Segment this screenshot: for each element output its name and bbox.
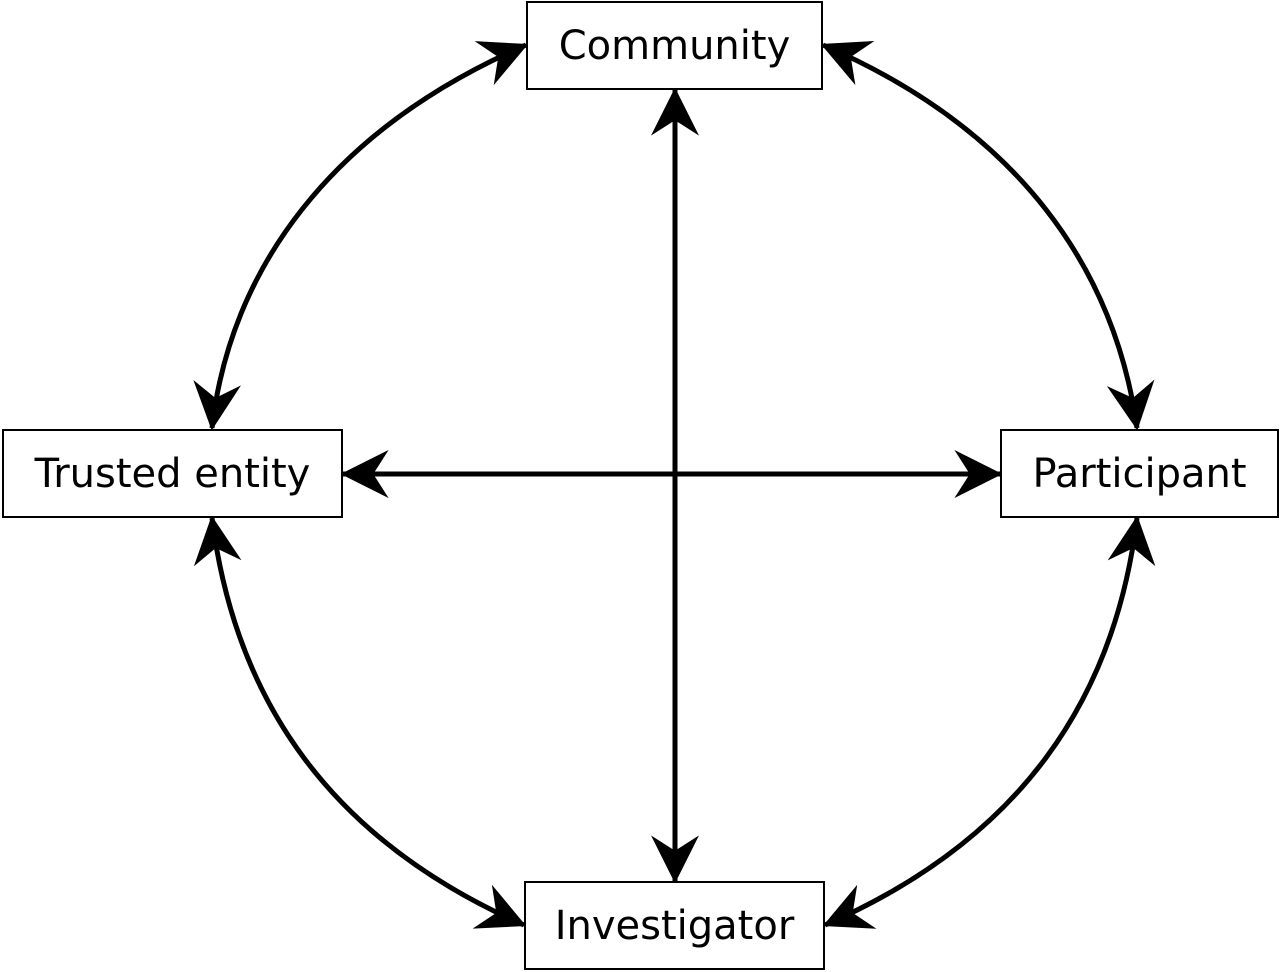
arrow-trusted-entity-investigator [193,515,527,929]
node-investigator-label: Investigator [554,902,795,949]
node-participant: Participant [1000,429,1279,518]
node-trusted-entity-label: Trusted entity [34,450,311,497]
node-community-label: Community [558,22,791,69]
node-investigator: Investigator [524,881,825,970]
arrow-community-participant [820,41,1155,431]
node-trusted-entity: Trusted entity [2,429,343,518]
node-community: Community [526,1,823,90]
node-participant-label: Participant [1032,450,1247,497]
arrow-community-trusted-entity [193,41,529,431]
arrow-participant-investigator [822,515,1156,929]
